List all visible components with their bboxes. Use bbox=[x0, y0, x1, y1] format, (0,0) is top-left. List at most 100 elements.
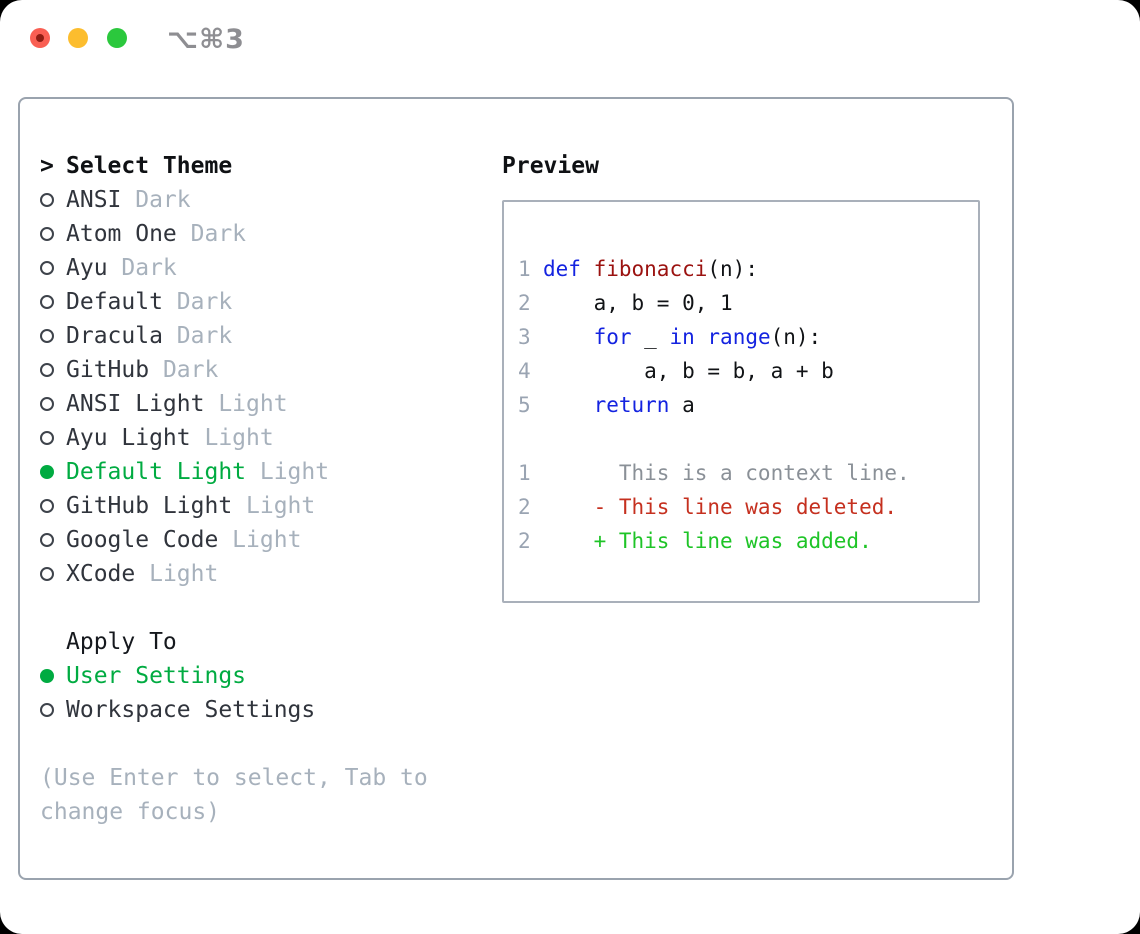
code-line: 5 return a bbox=[518, 388, 978, 422]
theme-option[interactable]: GitHub Dark bbox=[40, 353, 490, 387]
code-line: 2 a, b = 0, 1 bbox=[518, 286, 978, 320]
line-number: 2 bbox=[518, 529, 531, 553]
theme-name: Ayu Light bbox=[66, 425, 191, 451]
radio-unselected-icon[interactable] bbox=[40, 363, 54, 377]
radio-selected-icon[interactable] bbox=[40, 465, 54, 479]
theme-option[interactable]: Ayu Light Light bbox=[40, 421, 490, 455]
code-token: (n): bbox=[770, 325, 822, 349]
theme-option[interactable]: GitHub Light Light bbox=[40, 489, 490, 523]
radio-unselected-icon[interactable] bbox=[40, 227, 54, 241]
code-token: (n): bbox=[707, 257, 758, 281]
apply-to-title: Apply To bbox=[66, 629, 177, 655]
theme-option[interactable]: ANSI Light Light bbox=[40, 387, 490, 421]
code-line: 4 a, b = b, a + b bbox=[518, 354, 978, 388]
code-line: 1 This is a context line. bbox=[518, 456, 978, 490]
code-token: def bbox=[543, 257, 581, 281]
theme-option[interactable]: XCode Light bbox=[40, 557, 490, 591]
code-token: return bbox=[593, 393, 670, 417]
theme-option[interactable]: Google Code Light bbox=[40, 523, 490, 557]
code-line: 3 for _ in range(n): bbox=[518, 320, 978, 354]
theme-option[interactable]: Ayu Dark bbox=[40, 251, 490, 285]
theme-variant: Dark bbox=[121, 187, 191, 213]
theme-name: ANSI bbox=[66, 187, 122, 213]
close-dot-icon bbox=[36, 34, 44, 42]
theme-name: XCode bbox=[66, 561, 136, 587]
theme-name: Atom One bbox=[66, 221, 177, 247]
code-token bbox=[543, 393, 594, 417]
radio-unselected-icon[interactable] bbox=[40, 397, 54, 411]
line-number: 2 bbox=[518, 495, 531, 519]
theme-variant: Light bbox=[204, 391, 288, 417]
radio-unselected-icon[interactable] bbox=[40, 295, 54, 309]
theme-option[interactable]: Default Dark bbox=[40, 285, 490, 319]
theme-variant: Light bbox=[218, 527, 302, 553]
theme-name: Default bbox=[66, 289, 163, 315]
code-token: _ bbox=[631, 325, 670, 349]
apply-to-option[interactable]: Workspace Settings bbox=[40, 693, 490, 727]
code-token: - This line was deleted. bbox=[543, 495, 898, 519]
theme-variant: Light bbox=[135, 561, 219, 587]
radio-unselected-icon[interactable] bbox=[40, 193, 54, 207]
radio-selected-icon[interactable] bbox=[40, 669, 54, 683]
theme-option[interactable]: Atom One Dark bbox=[40, 217, 490, 251]
theme-name: Dracula bbox=[66, 323, 163, 349]
theme-option[interactable]: Dracula Dark bbox=[40, 319, 490, 353]
apply-to-label: User Settings bbox=[66, 663, 247, 689]
theme-option[interactable]: ANSI Dark bbox=[40, 183, 490, 217]
theme-name: Google Code bbox=[66, 527, 219, 553]
select-theme-title: Select Theme bbox=[66, 153, 233, 179]
theme-name: Ayu bbox=[66, 255, 108, 281]
code-token: a bbox=[669, 393, 695, 417]
line-number: 3 bbox=[518, 325, 531, 349]
spacer bbox=[40, 591, 490, 625]
apply-to-label: Workspace Settings bbox=[66, 697, 316, 723]
close-button[interactable] bbox=[30, 28, 50, 48]
theme-variant: Dark bbox=[162, 289, 233, 315]
help-text: (Use Enter to select, Tab to change focu… bbox=[40, 765, 428, 825]
code-token bbox=[543, 325, 594, 349]
line-number: 2 bbox=[518, 291, 531, 315]
code-token: a, b = b, a + b bbox=[543, 359, 834, 383]
spacer bbox=[40, 727, 490, 761]
line-number: 4 bbox=[518, 359, 531, 383]
zoom-button[interactable] bbox=[107, 28, 127, 48]
minimize-button[interactable] bbox=[68, 28, 88, 48]
theme-name: ANSI Light bbox=[66, 391, 205, 417]
code-token bbox=[695, 325, 708, 349]
select-theme-header: > Select Theme bbox=[40, 149, 490, 183]
code-token bbox=[581, 257, 594, 281]
theme-variant: Dark bbox=[176, 221, 247, 247]
radio-unselected-icon[interactable] bbox=[40, 533, 54, 547]
code-token: in bbox=[669, 325, 695, 349]
line-number: 5 bbox=[518, 393, 531, 417]
titlebar: ⌥⌘3 bbox=[0, 0, 1140, 70]
radio-unselected-icon[interactable] bbox=[40, 431, 54, 445]
code-token: range bbox=[707, 325, 771, 349]
radio-unselected-icon[interactable] bbox=[40, 329, 54, 343]
theme-variant: Dark bbox=[149, 357, 219, 383]
radio-unselected-icon[interactable] bbox=[40, 567, 54, 581]
radio-unselected-icon[interactable] bbox=[40, 703, 54, 717]
code-token: for bbox=[593, 325, 632, 349]
theme-variant: Dark bbox=[162, 323, 233, 349]
line-number: 1 bbox=[518, 461, 531, 485]
code-token: + This line was added. bbox=[543, 529, 872, 553]
line-number: 1 bbox=[518, 257, 531, 281]
theme-name: GitHub bbox=[66, 357, 150, 383]
code-line bbox=[518, 422, 978, 456]
radio-unselected-icon[interactable] bbox=[40, 261, 54, 275]
theme-name: Default Light bbox=[66, 459, 247, 485]
code-line: 2 + This line was added. bbox=[518, 524, 978, 558]
apply-to-option[interactable]: User Settings bbox=[40, 659, 490, 693]
theme-option[interactable]: Default Light Light bbox=[40, 455, 490, 489]
window-title: ⌥⌘3 bbox=[167, 24, 245, 55]
code-token: This is a context line. bbox=[543, 461, 910, 485]
radio-unselected-icon[interactable] bbox=[40, 499, 54, 513]
